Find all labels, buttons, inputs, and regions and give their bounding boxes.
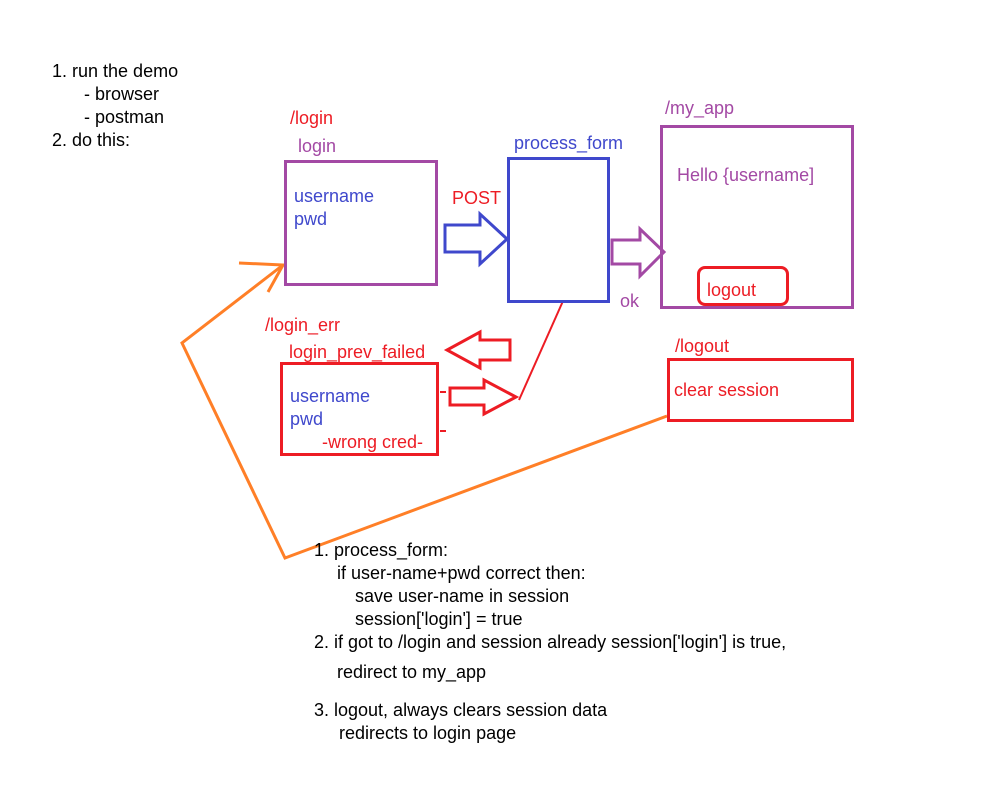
login-err-box — [280, 362, 439, 456]
orange-arrowhead — [238, 261, 286, 293]
logout-box — [667, 358, 854, 422]
login-title: login — [298, 136, 337, 156]
orange-return-line — [180, 263, 668, 560]
note-2: 2. if got to /login and session already … — [314, 632, 787, 652]
ok-label: ok — [620, 291, 640, 311]
login-field-pwd: pwd — [294, 209, 328, 229]
login-route: /login — [290, 108, 334, 128]
login-err-field-username: username — [290, 386, 371, 406]
login-field-username: username — [294, 186, 375, 206]
login-err-field-pwd: pwd — [290, 409, 324, 429]
my-app-logout-button[interactable] — [697, 266, 789, 306]
my-app-route: /my_app — [665, 98, 735, 118]
intro-step-1-postman: - postman — [84, 107, 165, 127]
logout-action: clear session — [674, 380, 780, 400]
note-1: 1. process_form: — [314, 540, 449, 560]
post-label: POST — [452, 188, 502, 208]
intro-step-1-browser: - browser — [84, 84, 160, 104]
note-1b: save user-name in session — [355, 586, 570, 606]
note-1a: if user-name+pwd correct then: — [337, 563, 586, 583]
intro-step-1: 1. run the demo — [52, 61, 179, 81]
my-app-logout-label: logout — [707, 280, 757, 300]
login-err-route: /login_err — [265, 315, 341, 335]
retry-arrow-right — [448, 377, 520, 417]
ok-arrow — [610, 225, 667, 280]
red-fail-line — [518, 300, 564, 401]
post-arrow — [443, 210, 510, 268]
process-form-box — [507, 157, 610, 303]
note-1c: session['login'] = true — [355, 609, 523, 629]
intro-step-2: 2. do this: — [52, 130, 131, 150]
process-form-title: process_form — [514, 133, 624, 153]
logout-route: /logout — [675, 336, 730, 356]
note-2a: redirect to my_app — [337, 662, 487, 682]
my-app-box — [660, 125, 854, 309]
login-err-note: -wrong cred- — [322, 432, 424, 452]
fail-arrow-left — [443, 329, 512, 371]
note-3: 3. logout, always clears session data — [314, 700, 608, 720]
login-box — [284, 160, 438, 286]
my-app-greeting: Hello {username] — [677, 165, 815, 185]
login-err-title: login_prev_failed — [289, 342, 426, 362]
note-3a: redirects to login page — [339, 723, 517, 743]
